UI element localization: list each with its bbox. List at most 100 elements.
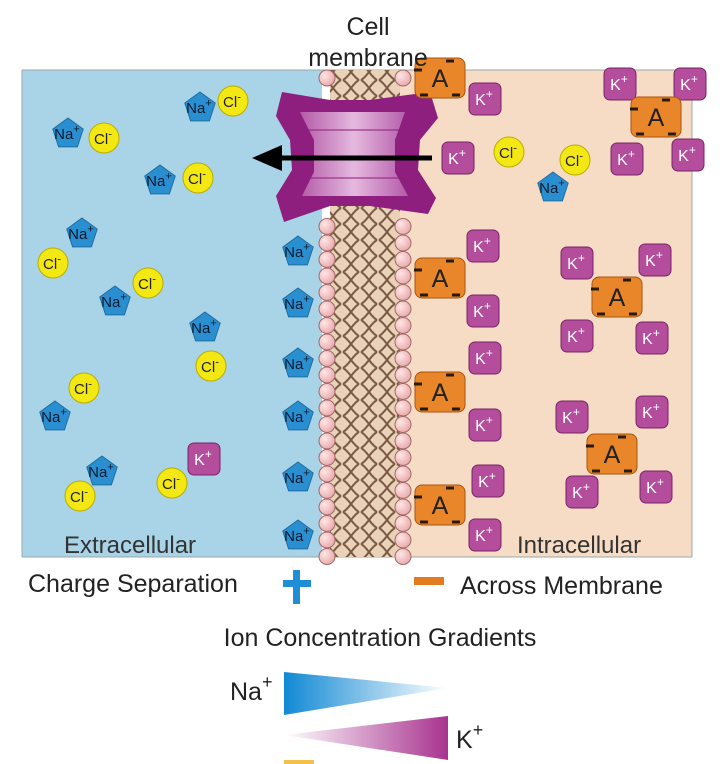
ion-label: A xyxy=(604,441,621,469)
potassium-ion: K+ xyxy=(468,82,502,116)
lipid-head xyxy=(394,531,412,549)
ion-label: K+ xyxy=(562,405,580,427)
lipid-head xyxy=(394,416,412,433)
sodium-ion: Na+ xyxy=(282,235,314,266)
anion-protein: A xyxy=(586,433,638,475)
potassium-ion: K+ xyxy=(603,67,637,101)
ion-label: K+ xyxy=(473,234,491,256)
potassium-ion: K+ xyxy=(671,138,705,172)
ion-label: Na+ xyxy=(284,293,310,313)
potassium-ion: K+ xyxy=(468,408,502,442)
chloride-ion: Cl- xyxy=(217,85,249,117)
lipid-head xyxy=(394,399,412,417)
ion-label: A xyxy=(648,104,665,132)
ion-label: K+ xyxy=(572,480,590,502)
lipid-head xyxy=(394,498,412,516)
ion-label: K+ xyxy=(567,251,585,273)
ion-label: Na+ xyxy=(101,291,127,311)
potassium-ion: K+ xyxy=(565,475,599,509)
anion-protein: A xyxy=(414,257,466,299)
ion-label: K+ xyxy=(475,413,493,435)
lipid-head xyxy=(318,449,336,466)
lipid-head xyxy=(394,482,412,499)
chloride-ion: Cl- xyxy=(132,267,164,299)
sodium-ion: Na+ xyxy=(282,461,314,492)
lipid-head xyxy=(394,317,412,334)
potassium-ion: K+ xyxy=(638,243,672,277)
ion-label: Na+ xyxy=(68,223,94,243)
ion-label: A xyxy=(432,65,449,93)
sodium-ion: Na+ xyxy=(189,311,221,342)
ion-label: Na+ xyxy=(146,170,172,190)
ion-label: K+ xyxy=(448,146,466,168)
intracellular-label: Intracellular xyxy=(517,532,641,559)
ion-label: Na+ xyxy=(41,406,67,426)
ion-label: K+ xyxy=(680,72,698,94)
minus-sign-icon xyxy=(414,577,444,585)
lipid-head xyxy=(394,234,412,252)
ion-label: Cl- xyxy=(43,253,61,273)
lipid-head xyxy=(318,267,336,285)
potassium-ion: K+ xyxy=(555,400,589,434)
ion-label: Cl- xyxy=(94,128,112,148)
title-line-membrane: membrane xyxy=(308,44,428,72)
ion-label: Na+ xyxy=(186,97,212,117)
plus-sign-icon xyxy=(283,570,311,604)
lipid-head xyxy=(394,333,412,351)
lipid-head xyxy=(394,267,412,285)
lipid-heads xyxy=(318,69,412,565)
ion-label: A xyxy=(432,492,449,520)
sodium-ion: Na+ xyxy=(282,519,314,550)
ion-layer: Na+ Na+ Na+ Na+ Na+ Na+ Na+ Na+ Na+ Na+ Na+ Na+ Na+ N… xyxy=(37,57,707,552)
title-line-cell: Cell xyxy=(346,13,389,41)
chloride-ion: Cl- xyxy=(182,162,214,194)
ion-label: K+ xyxy=(475,346,493,368)
lipid-head xyxy=(318,366,336,384)
k-gradient-label: K+ xyxy=(456,720,483,754)
lipid-head xyxy=(394,300,412,318)
across-membrane-label: Across Membrane xyxy=(460,572,663,600)
charge-separation-label: Charge Separation xyxy=(28,570,238,598)
chloride-ion: Cl- xyxy=(559,144,591,176)
efflux-arrow xyxy=(252,145,432,171)
sodium-ion: Na+ xyxy=(66,217,98,248)
ion-label: Na+ xyxy=(284,467,310,487)
sodium-ion: Na+ xyxy=(184,91,216,122)
lipid-head xyxy=(394,218,412,235)
potassium-ion: K+ xyxy=(187,442,221,476)
lipid-head xyxy=(318,284,336,301)
chloride-ion: Cl- xyxy=(493,136,525,168)
sodium-ion: Na+ xyxy=(282,287,314,318)
potassium-ion: K+ xyxy=(466,294,500,328)
chloride-ion: Cl- xyxy=(68,372,100,404)
ion-label: K+ xyxy=(642,400,660,422)
sodium-ion: Na+ xyxy=(86,455,118,486)
ion-label: K+ xyxy=(642,326,660,348)
potassium-ion: K+ xyxy=(635,321,669,355)
lipid-head xyxy=(318,531,336,549)
lipid-head xyxy=(318,383,336,400)
lipid-head xyxy=(394,251,412,268)
ion-label: Na+ xyxy=(88,461,114,481)
chloride-ion: Cl- xyxy=(88,122,120,154)
lipid-head xyxy=(318,333,336,351)
ion-label: Cl- xyxy=(201,356,219,376)
ion-label: K+ xyxy=(646,475,664,497)
lipid-head xyxy=(394,548,412,565)
ion-label: Na+ xyxy=(284,353,310,373)
anion-protein: A xyxy=(414,57,466,99)
na-gradient-wedge xyxy=(284,672,448,715)
sodium-ion: Na+ xyxy=(537,171,569,202)
k-gradient-wedge xyxy=(284,716,448,760)
lipid-head xyxy=(318,300,336,318)
lipid-head xyxy=(394,350,412,367)
potassium-ion: K+ xyxy=(639,470,673,504)
ion-label: K+ xyxy=(610,72,628,94)
lipid-head xyxy=(394,449,412,466)
ion-label: K+ xyxy=(678,143,696,165)
ion-label: Na+ xyxy=(284,525,310,545)
lipid-head xyxy=(318,399,336,417)
ion-label: Na+ xyxy=(284,406,310,426)
